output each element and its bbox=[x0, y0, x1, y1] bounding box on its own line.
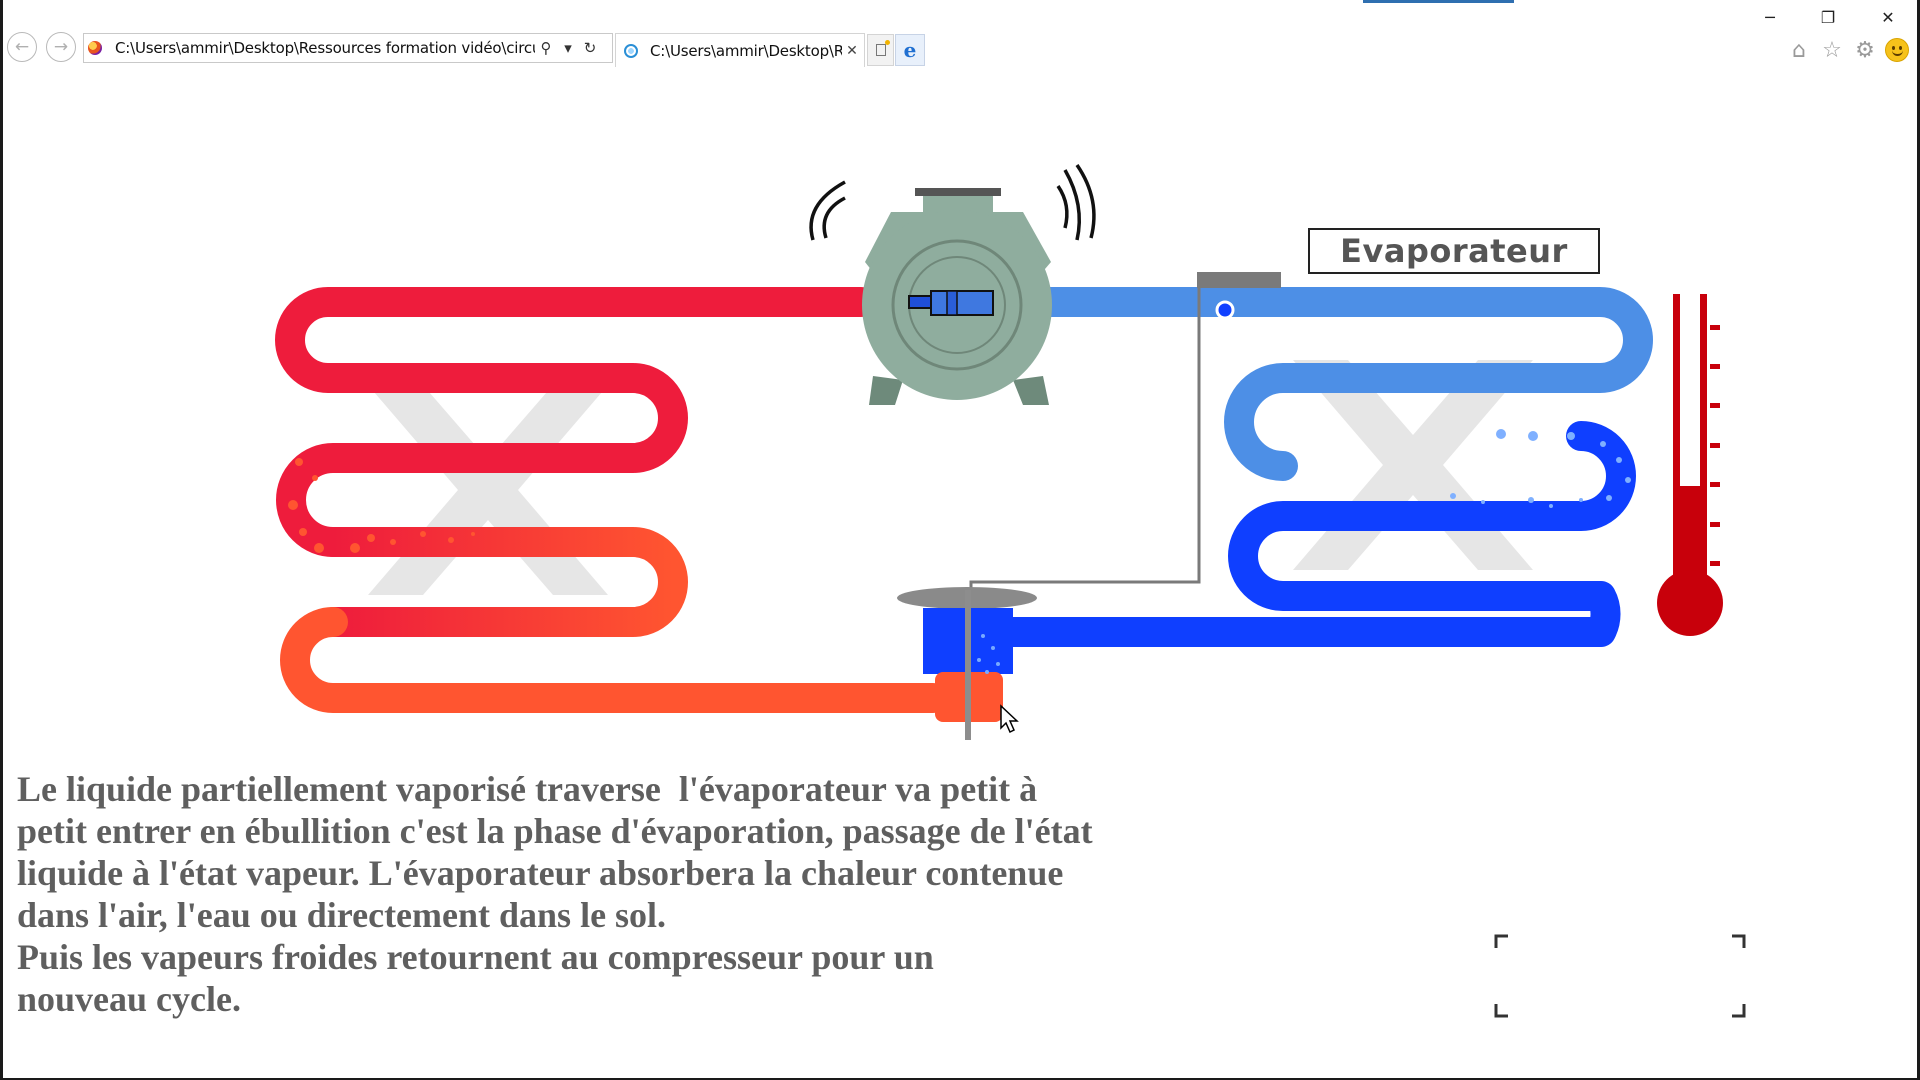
forward-button[interactable]: → bbox=[46, 32, 76, 62]
favorites-icon[interactable]: ☆ bbox=[1822, 37, 1842, 63]
feedback-smiley-icon[interactable] bbox=[1885, 38, 1909, 62]
evaporator-coil bbox=[963, 287, 1653, 647]
evaporator-bubbles bbox=[1450, 429, 1631, 508]
suction-pipe bbox=[963, 287, 1653, 481]
tab-active[interactable]: C:\Users\ammir\Desktop\R... ✕ bbox=[615, 33, 865, 67]
thermometer bbox=[1657, 294, 1723, 636]
title-bar-accent bbox=[1363, 0, 1514, 3]
new-tab-button[interactable] bbox=[867, 34, 894, 66]
home-icon[interactable]: ⌂ bbox=[1792, 37, 1806, 63]
description-text: Le liquide partiellement vaporisé traver… bbox=[17, 768, 1197, 1020]
restore-button[interactable]: ❐ bbox=[1820, 7, 1836, 27]
tab-close-icon[interactable]: ✕ bbox=[846, 42, 858, 59]
condenser-hot-pipe bbox=[275, 287, 876, 557]
ie-browser-button[interactable]: e bbox=[895, 34, 925, 66]
thermometer-ticks bbox=[1710, 325, 1720, 566]
expansion-valve bbox=[897, 587, 1037, 740]
page-favicon-icon bbox=[88, 41, 102, 55]
condenser-coil bbox=[275, 287, 948, 713]
capture-frame-brackets bbox=[1494, 934, 1746, 1018]
back-button[interactable]: ← bbox=[7, 32, 37, 62]
settings-icon[interactable]: ⚙ bbox=[1855, 37, 1875, 63]
condenser-fan-shape bbox=[368, 385, 608, 595]
description-paragraph-2: Puis les vapeurs froides retournent au c… bbox=[17, 937, 934, 1019]
new-tab-icon bbox=[875, 40, 890, 56]
tab-title: C:\Users\ammir\Desktop\R... bbox=[650, 41, 842, 60]
compressor bbox=[809, 164, 1096, 405]
address-bar[interactable]: C:\Users\ammir\Desktop\Ressources format… bbox=[83, 33, 613, 63]
condenser-warm-pipe bbox=[280, 607, 948, 713]
refrigeration-cycle-diagram bbox=[275, 164, 1746, 1018]
evaporator-label: Evaporateur bbox=[1340, 232, 1568, 270]
mouse-cursor bbox=[1000, 704, 1019, 734]
evaporator-label-box: Evaporateur bbox=[1308, 228, 1600, 274]
chevron-down-icon[interactable]: ▾ bbox=[564, 39, 572, 57]
refresh-icon[interactable]: ↻ bbox=[583, 39, 597, 57]
tab-favicon-icon bbox=[624, 43, 638, 58]
description-paragraph-1: Le liquide partiellement vaporisé traver… bbox=[17, 769, 1093, 935]
minimize-button[interactable]: ─ bbox=[1765, 7, 1775, 27]
address-input[interactable]: C:\Users\ammir\Desktop\Ressources format… bbox=[115, 39, 535, 57]
condenser-transition-pipe bbox=[318, 527, 688, 637]
close-window-button[interactable]: ✕ bbox=[1881, 7, 1895, 27]
condenser-bubbles bbox=[288, 458, 475, 553]
search-icon[interactable]: ⚲ bbox=[540, 39, 552, 57]
sensing-line bbox=[969, 272, 1281, 598]
evaporator-deep-pipe bbox=[988, 421, 1636, 647]
vibration-lines bbox=[809, 164, 1096, 241]
